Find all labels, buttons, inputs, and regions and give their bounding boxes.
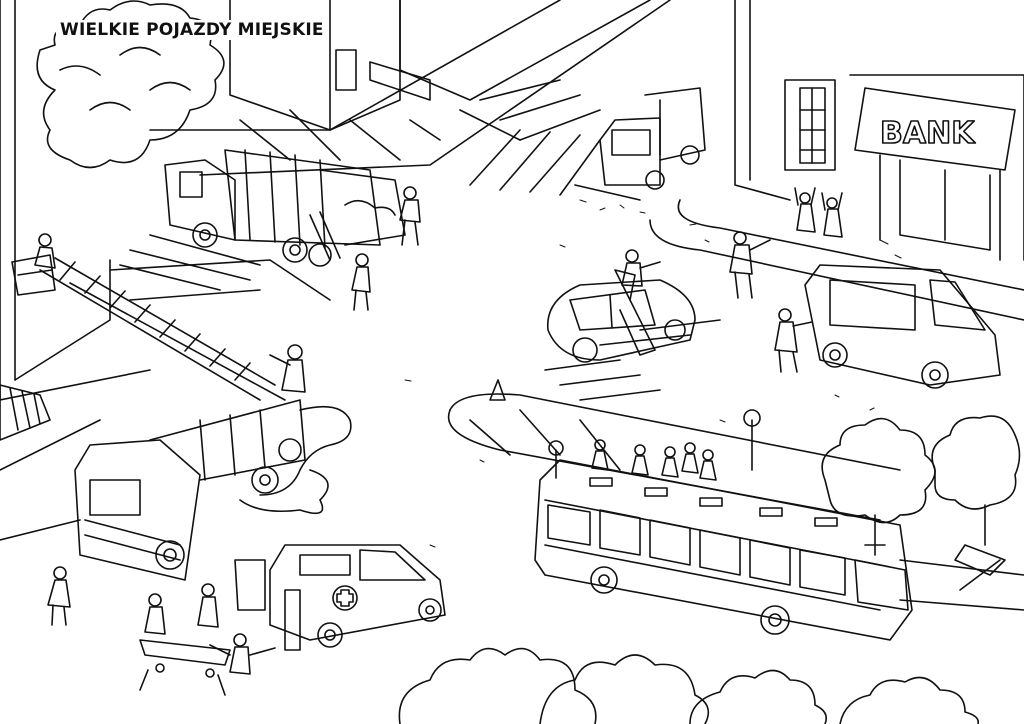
garbage-truck [164,149,406,267]
trees [821,415,1021,576]
ambulance [234,544,446,651]
fire-truck [11,254,352,581]
street-sweeper [574,87,706,201]
bank-sign: BANK [880,116,976,151]
sanitation-workers [351,186,421,311]
page-title: WIELKIE POJAZDY MIEJSKIE [56,20,328,40]
bank-building: BANK [734,0,1024,261]
armored-van [804,264,1001,389]
police-officers [621,187,843,373]
city-bus [534,459,913,641]
scattered-debris [404,199,902,548]
smoke-cloud [36,0,225,169]
bushes [398,647,980,724]
waiting-passengers [591,439,717,481]
street-signs [489,379,761,479]
street-layout [0,0,1024,611]
firefighters [34,233,306,626]
paramedics [139,583,276,696]
crashed-car [547,269,696,363]
medical-cross-icon [332,585,358,611]
